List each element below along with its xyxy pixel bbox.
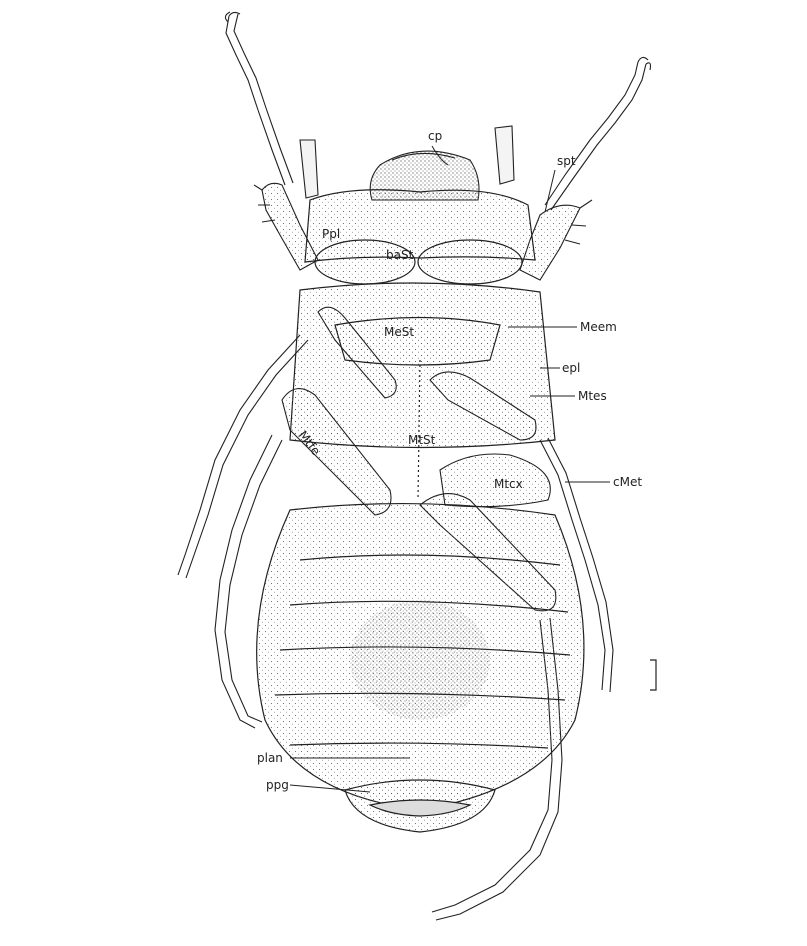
label-plan: plan [257, 751, 283, 765]
label-mtcx: Mtcx [494, 477, 523, 491]
head [300, 126, 514, 200]
label-mtst: MtSt [408, 433, 436, 447]
label-ppg: ppg [266, 778, 289, 792]
label-mtes: Mtes [578, 389, 607, 403]
abdomen [257, 504, 584, 810]
pygidium [345, 780, 495, 832]
label-bast: baSt [386, 248, 414, 262]
label-cp: cp [428, 129, 442, 143]
left-antenna [225, 12, 293, 185]
label-ppl: Ppl [322, 227, 340, 241]
label-spt: spt [557, 154, 576, 168]
label-epl: epl [562, 361, 580, 375]
label-cmet: cMet [613, 475, 642, 489]
label-meem: Meem [580, 320, 617, 334]
label-mest: MeSt [384, 325, 414, 339]
scale-bar [650, 660, 656, 690]
right-antenna [545, 57, 651, 210]
